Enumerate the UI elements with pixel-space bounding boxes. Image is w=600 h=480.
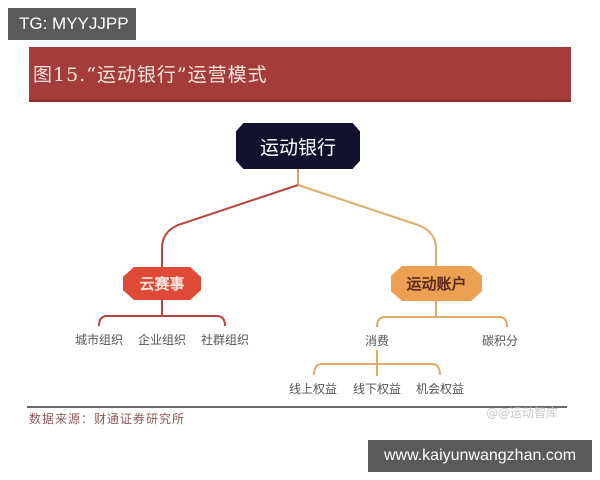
footer-divider	[27, 406, 567, 408]
node-sports-bank: 运动银行	[236, 123, 360, 169]
figure-title: 图15.“运动银行”运营模式	[33, 64, 268, 86]
leaf-enterprise-org: 企业组织	[137, 333, 187, 347]
leaf-offline-rights: 线下权益	[352, 382, 402, 396]
leaf-consumption: 消费	[364, 334, 390, 348]
watermark-text: @@运动智库	[486, 406, 559, 420]
url-watermark-badge: www.kaiyunwangzhan.com	[368, 440, 592, 472]
leaf-online-rights: 线上权益	[288, 382, 338, 396]
leaf-city-org: 城市组织	[74, 333, 124, 347]
node-sports-account: 运动账户	[391, 266, 482, 301]
figure-title-bar: 图15.“运动银行”运营模式	[29, 47, 571, 102]
leaf-carbon-points: 碳积分	[481, 334, 519, 348]
tg-watermark-badge: TG: MYYJJPP	[8, 8, 136, 40]
node-label: 云赛事	[139, 275, 185, 293]
node-label: 运动银行	[259, 136, 336, 159]
data-source: 数据来源：财通证券研究所	[29, 412, 186, 426]
leaf-opportunity-rights: 机会权益	[415, 382, 465, 396]
leaf-community-org: 社群组织	[200, 333, 250, 347]
node-label: 运动账户	[406, 275, 467, 293]
node-cloud-events: 云赛事	[123, 267, 201, 300]
